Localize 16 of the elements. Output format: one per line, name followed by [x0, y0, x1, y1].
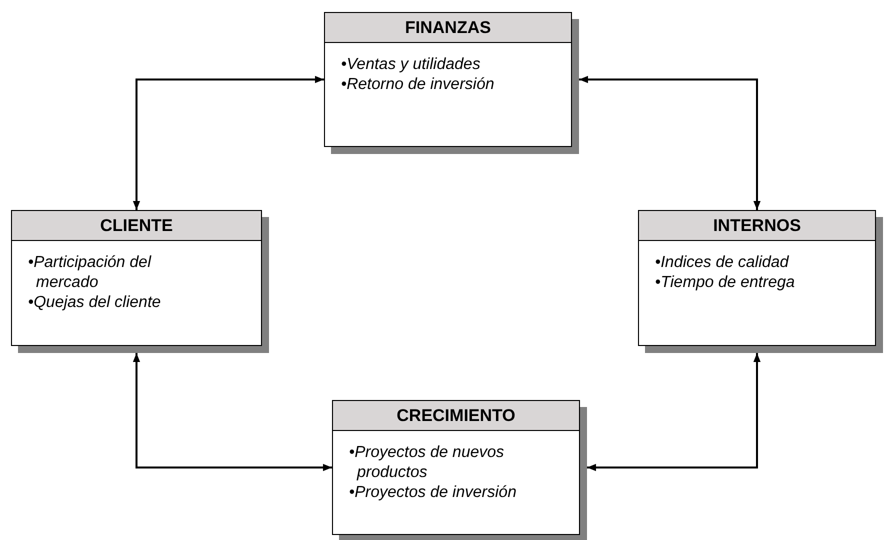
box-heading: INTERNOS [639, 211, 875, 241]
bullet-item: •Proyectos de nuevos productos [349, 443, 506, 483]
bullet-item: •Proyectos de inversión [349, 483, 518, 503]
double-arrow [587, 353, 761, 472]
bullet-item: •Indices de calidad [655, 253, 790, 273]
bullet-item: •Ventas y utilidades [341, 55, 482, 75]
box-heading: CLIENTE [12, 211, 261, 241]
box-heading: FINANZAS [325, 13, 571, 43]
double-arrow [132, 353, 332, 472]
double-arrow [132, 76, 324, 210]
bullet-item: •Tiempo de entrega [655, 273, 796, 293]
bullet-item: •Retorno de inversión [341, 75, 496, 95]
double-arrow [579, 76, 761, 210]
box-heading: CRECIMIENTO [333, 401, 579, 431]
bullet-item: •Quejas del cliente [28, 293, 162, 313]
bullet-item: •Participación del mercado [28, 253, 152, 293]
